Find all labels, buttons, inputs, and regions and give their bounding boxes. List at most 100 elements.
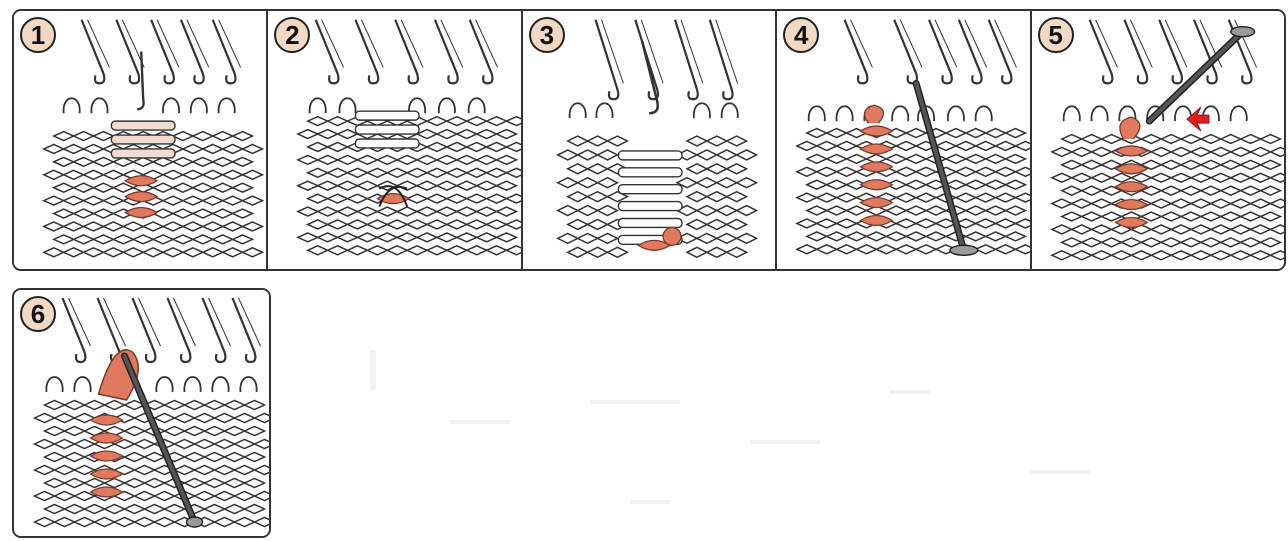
- knit-stitch: [328, 168, 348, 177]
- knitted-fabric: [298, 117, 521, 255]
- knit-stitch: [417, 207, 437, 216]
- knit-stitch: [437, 181, 457, 190]
- knit-stitch: [447, 194, 467, 203]
- knit-stitch: [1061, 238, 1081, 247]
- dropped-stitch: [861, 144, 893, 154]
- knit-stitch: [123, 222, 143, 231]
- knit-stitch: [308, 117, 328, 126]
- knit-stitch: [135, 440, 155, 449]
- knit-stitch: [145, 479, 165, 488]
- knit-stitch: [507, 168, 521, 177]
- knit-stitch: [847, 206, 867, 215]
- knit-stitch: [1171, 251, 1191, 260]
- knit-stitch: [1061, 212, 1081, 221]
- knit-stitch: [487, 220, 507, 229]
- knit-stitch: [1016, 219, 1030, 228]
- knit-stitch: [74, 209, 94, 218]
- knit-stitch: [797, 219, 817, 228]
- knit-stitch: [348, 168, 368, 177]
- knit-stitch: [1071, 199, 1091, 208]
- knit-stitch: [1201, 212, 1221, 221]
- stitch-loop: [184, 377, 200, 392]
- knit-stitch: [847, 232, 867, 241]
- knit-stitch: [956, 193, 976, 202]
- knit-stitch: [74, 235, 94, 244]
- knit-stitch: [255, 518, 270, 527]
- knit-stitch: [74, 157, 94, 166]
- knit-stitch: [1151, 225, 1171, 234]
- knit-stitch: [125, 427, 145, 436]
- stitch-loop: [1063, 106, 1079, 121]
- knit-stitch: [75, 518, 95, 527]
- knit-stitch: [245, 479, 265, 488]
- knit-stitch: [1181, 186, 1201, 195]
- knit-stitch: [906, 129, 926, 138]
- knit-stitch: [1061, 186, 1081, 195]
- knit-stitch: [193, 209, 213, 218]
- knit-stitch: [697, 233, 717, 243]
- knit-stitch: [1260, 186, 1280, 195]
- dropped-stitch: [861, 162, 893, 172]
- knit-stitch: [896, 219, 916, 228]
- knitting-illustration-1: [14, 11, 266, 269]
- knit-stitch: [427, 246, 447, 255]
- machine-needles: [63, 298, 261, 362]
- knit-stitch: [35, 414, 55, 423]
- knit-stitch: [183, 144, 203, 153]
- knit-stitch: [1141, 212, 1161, 221]
- knit-stitch: [1151, 147, 1171, 156]
- knit-stitch: [936, 141, 956, 150]
- dropped-stitch: [861, 180, 893, 190]
- knit-stitch: [35, 466, 55, 475]
- knit-stitch: [447, 168, 467, 177]
- knit-stitch: [84, 196, 104, 205]
- knit-stitch: [74, 183, 94, 192]
- knit-stitch: [213, 235, 233, 244]
- machine-needle-icon: [470, 20, 493, 84]
- knit-stitch: [93, 209, 113, 218]
- step-strip: 1 2 3 4 5: [12, 9, 1286, 271]
- machine-needle-icon: [642, 42, 658, 114]
- knit-stitch: [447, 220, 467, 229]
- knit-stitch: [887, 206, 907, 215]
- knit-stitch: [497, 181, 517, 190]
- knit-stitch: [1210, 225, 1230, 234]
- knit-stitch: [1260, 160, 1280, 169]
- knit-stitch: [597, 150, 617, 160]
- knit-stitch: [817, 219, 837, 228]
- knit-stitch: [298, 130, 318, 139]
- knit-stitch: [235, 492, 255, 501]
- stitch-loop: [1230, 106, 1246, 121]
- knit-stitch: [887, 232, 907, 241]
- knit-stitch: [736, 178, 756, 188]
- knit-stitch: [388, 168, 408, 177]
- knit-stitch: [926, 206, 946, 215]
- knit-stitch: [223, 196, 243, 205]
- knit-stitch: [223, 170, 243, 179]
- knit-stitch: [133, 235, 153, 244]
- knit-stitch: [173, 209, 193, 218]
- knit-stitch: [587, 136, 607, 146]
- knit-stitch: [817, 193, 837, 202]
- knit-stitch: [113, 183, 133, 192]
- knit-stitch: [133, 157, 153, 166]
- knit-stitch: [1081, 135, 1101, 144]
- knit-stitch: [205, 453, 225, 462]
- knit-stitch: [1051, 173, 1071, 182]
- knit-stitch: [328, 220, 348, 229]
- knit-stitch: [338, 130, 358, 139]
- knit-stitch: [193, 183, 213, 192]
- knit-stitch: [163, 196, 183, 205]
- knit-stitch: [1141, 135, 1161, 144]
- knit-stitch: [215, 440, 235, 449]
- knit-stitch: [193, 157, 213, 166]
- knit-stitch: [255, 440, 270, 449]
- knit-stitch: [457, 155, 477, 164]
- knit-stitch: [817, 141, 837, 150]
- knit-stitch: [183, 248, 203, 257]
- knit-stitch: [1201, 135, 1221, 144]
- knit-stitch: [1101, 238, 1121, 247]
- knit-stitch: [1006, 154, 1026, 163]
- machine-needle-icon: [1159, 20, 1182, 84]
- knit-stitch: [93, 157, 113, 166]
